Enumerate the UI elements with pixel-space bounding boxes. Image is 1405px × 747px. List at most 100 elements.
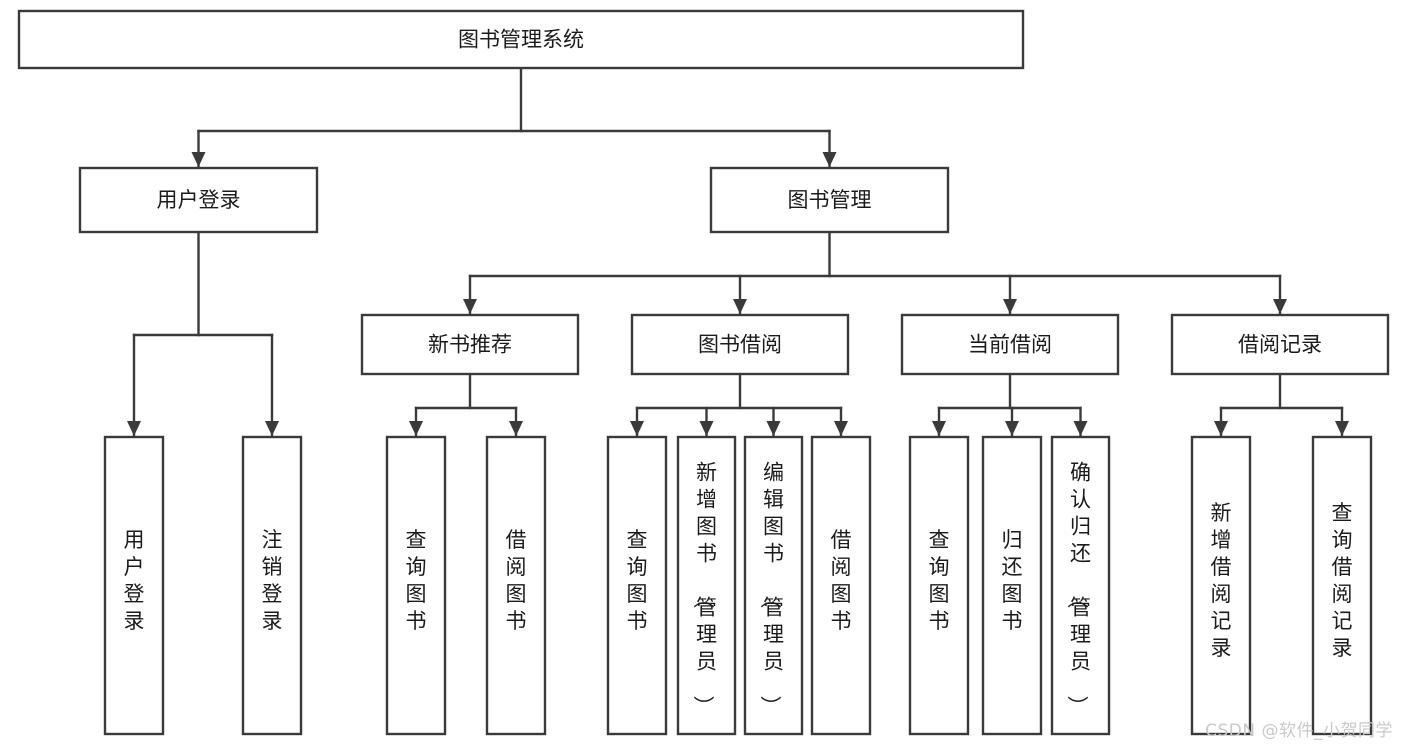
node-label-char: 图 [831,582,852,606]
node-leaf-confirm-return[interactable]: 确认归还（管理员） [1050,435,1111,736]
node-box[interactable] [676,435,737,736]
node-label-char: 书 [627,609,648,633]
node-label: 新书推荐 [428,333,512,357]
arrow-head-icon [265,421,279,436]
node-label-char: 询 [929,555,950,579]
arrow-head-icon [409,421,423,436]
node-label-char: 图 [406,582,427,606]
node-label: 查询图书 [929,528,950,633]
node-label-char: 录 [262,609,283,633]
node-box[interactable] [485,435,547,736]
edges-layer [127,66,1349,438]
arrow-head-icon [1073,421,1088,436]
node-user-login[interactable]: 用户登录 [78,166,319,234]
arrow-head-icon [1273,299,1287,314]
node-label-char: 归 [1070,515,1091,539]
node-label-char: 询 [406,555,427,579]
node-label-char: 增 [1211,528,1232,552]
node-label-char: ） [1065,696,1089,717]
node-label-char: 借 [506,528,527,552]
node-leaf-borrow-book-2[interactable]: 借阅图书 [810,435,872,736]
node-label: 当前借阅 [968,333,1052,357]
node-box[interactable] [1190,435,1252,736]
node-root[interactable]: 图书管理系统 [17,9,1025,70]
node-label-char: ） [758,696,782,717]
node-label-char: 书 [696,542,717,566]
node-box[interactable] [360,313,580,376]
edge-group [630,372,848,438]
node-leaf-query-book-2[interactable]: 查询图书 [606,435,668,736]
node-label-char: 借 [1211,555,1232,579]
node-leaf-return-book[interactable]: 归还图书 [981,435,1043,736]
node-label-char: 用 [124,528,145,552]
arrow-head-icon [834,421,848,436]
node-label-char: 录 [124,609,145,633]
node-box[interactable] [241,435,303,736]
node-leaf-add-book[interactable]: 新增图书（管理员） [676,435,737,736]
node-box[interactable] [17,9,1025,70]
node-box[interactable] [981,435,1043,736]
node-label-char: 查 [406,528,427,552]
node-leaf-user-login[interactable]: 用户登录 [103,435,165,736]
node-box[interactable] [810,435,872,736]
node-book-manage[interactable]: 图书管理 [709,166,950,234]
node-label-char: 员 [1070,650,1091,674]
node-label-char: 注 [262,528,283,552]
node-label-char: 新 [696,461,717,485]
node-box[interactable] [1170,313,1390,376]
node-label: 借阅图书 [506,528,527,633]
node-book-borrow[interactable]: 图书借阅 [630,313,850,376]
node-current-borrow[interactable]: 当前借阅 [900,313,1120,376]
arrow-head-icon [509,421,523,436]
node-box[interactable] [103,435,165,736]
node-label-char: 认 [1070,488,1091,512]
node-box[interactable] [908,435,970,736]
arrow-head-icon [1003,299,1017,314]
node-leaf-borrow-book-1[interactable]: 借阅图书 [485,435,547,736]
node-leaf-query-book-3[interactable]: 查询图书 [908,435,970,736]
node-box[interactable] [709,166,950,234]
node-box[interactable] [78,166,319,234]
node-leaf-user-logout[interactable]: 注销登录 [241,435,303,736]
node-label-char: 阅 [1211,582,1232,606]
node-new-book-rec[interactable]: 新书推荐 [360,313,580,376]
node-leaf-add-record[interactable]: 新增借阅记录 [1190,435,1252,736]
arrow-head-icon [822,152,837,167]
node-label-char: 书 [831,609,852,633]
node-label-char: 查 [627,528,648,552]
node-borrow-record[interactable]: 借阅记录 [1170,313,1390,376]
node-label-char: 查 [929,528,950,552]
node-label-char: （ [691,588,715,609]
node-box[interactable] [1050,435,1111,736]
node-box[interactable] [385,435,447,736]
node-box[interactable] [900,313,1120,376]
node-label-char: 辑 [763,488,784,512]
node-leaf-query-book-1[interactable]: 查询图书 [385,435,447,736]
edge-group [1214,372,1349,438]
node-label-char: 书 [406,609,427,633]
arrow-head-icon [1214,421,1228,436]
node-box[interactable] [606,435,668,736]
node-box[interactable] [630,313,850,376]
node-label-char: 图 [929,582,950,606]
node-label-char: 编 [763,461,784,485]
node-label-char: 询 [627,555,648,579]
node-label: 图书管理 [788,188,872,212]
node-leaf-query-record[interactable]: 查询借阅记录 [1311,435,1373,736]
node-leaf-edit-book[interactable]: 编辑图书（管理员） [743,435,804,736]
node-label-char: 图 [696,515,717,539]
node-label: 查询图书 [627,528,648,633]
node-label-char: 书 [1002,609,1023,633]
node-label-char: 管 [1070,596,1091,620]
node-label-char: 还 [1002,555,1023,579]
node-label-char: 理 [696,623,717,647]
arrow-head-icon [191,152,206,167]
node-label-char: 管 [696,596,717,620]
node-label-char: 管 [763,596,784,620]
node-box[interactable] [1311,435,1373,736]
edge-group [463,230,1287,316]
node-label: 确认归还（管理员） [1065,461,1091,717]
edge-group [191,66,837,169]
node-box[interactable] [743,435,804,736]
